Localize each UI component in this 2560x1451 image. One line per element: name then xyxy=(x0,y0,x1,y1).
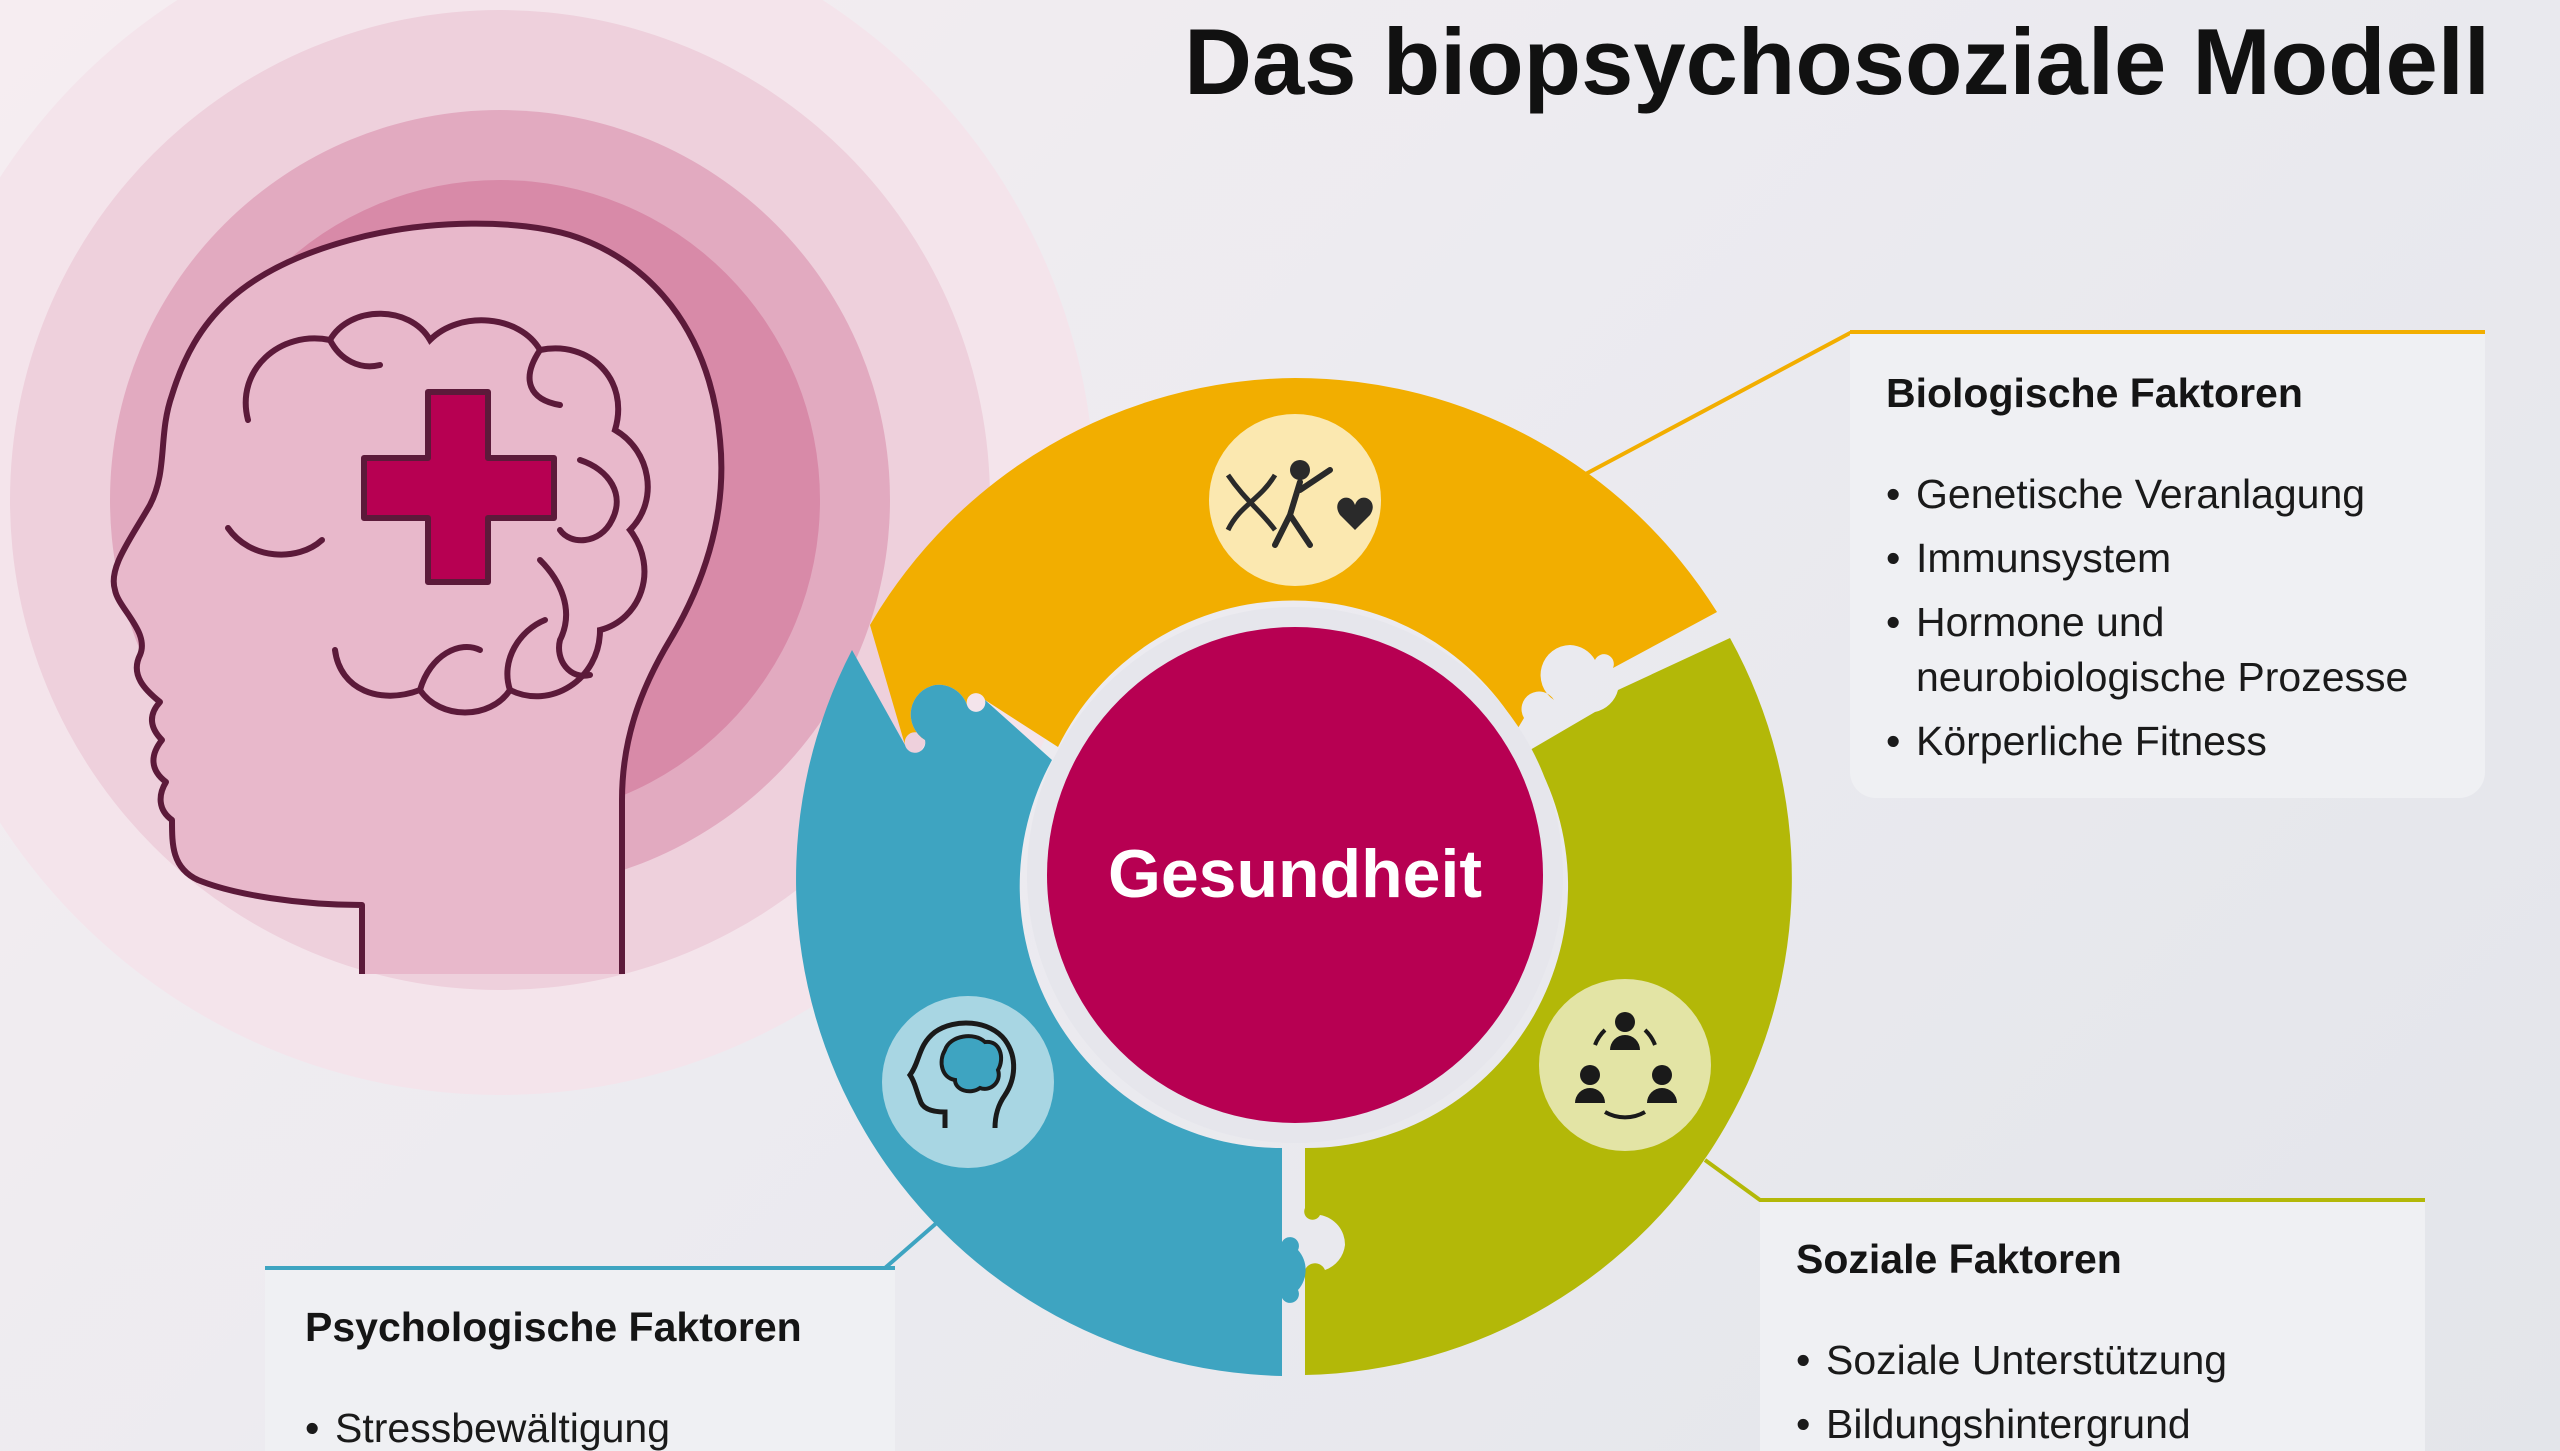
puzzle-segment-social xyxy=(1304,638,1792,1375)
psychological-factors-heading: Psychologische Faktoren xyxy=(305,1304,802,1350)
brain-fold-3 xyxy=(557,457,620,544)
biological-factors-heading: Biologische Faktoren xyxy=(1886,370,2303,416)
dna-fitness-heart-icon xyxy=(1209,414,1381,586)
list-item: Immunsystem xyxy=(1886,531,2449,586)
social-factors-heading: Soziale Faktoren xyxy=(1796,1236,2122,1282)
puzzle-segment-psychological xyxy=(796,650,1306,1376)
medical-cross xyxy=(361,389,557,585)
biological-factors-list: Genetische Veranlagung Immunsystem Hormo… xyxy=(1886,467,2449,769)
brain-fold-6 xyxy=(417,643,483,693)
figure-body xyxy=(1272,467,1333,548)
social-factors-box: Soziale Faktoren Soziale Unterstützung B… xyxy=(1760,1198,2425,1451)
soz-connector-line xyxy=(1703,1158,2425,1202)
heart-shape xyxy=(1337,497,1373,530)
biological-factors-box: Biologische Faktoren Genetische Veranlag… xyxy=(1850,330,2485,798)
soz-icon-background xyxy=(1539,979,1711,1151)
psychological-factors-box: Psychologische Faktoren Stressbewältigun… xyxy=(265,1266,895,1451)
center-label: Gesundheit xyxy=(1108,836,1482,912)
center-circle xyxy=(1047,627,1543,1123)
brain-fold-2 xyxy=(526,347,563,408)
psy-connector-line xyxy=(265,1218,942,1270)
brain-fold-4 xyxy=(537,557,593,679)
page-title: Das biopsychosoziale Modell xyxy=(1184,9,2490,114)
closed-eye xyxy=(225,525,325,558)
list-item: Hormone und neurobiologische Prozesse xyxy=(1886,595,2449,705)
person-left-body xyxy=(1575,1088,1605,1103)
social-factors-list: Soziale Unterstützung Bildungshintergrun… xyxy=(1796,1333,2389,1451)
person-top-body xyxy=(1610,1035,1640,1050)
person-top-head xyxy=(1615,1012,1635,1032)
head-brain-icon xyxy=(882,996,1054,1168)
person-left-head xyxy=(1580,1065,1600,1085)
dna-strand-2 xyxy=(1225,473,1277,532)
network-arcs xyxy=(1593,1028,1657,1120)
brain-outline xyxy=(242,310,651,716)
list-item: Genetische Veranlagung xyxy=(1886,467,2449,522)
head-with-medical-cross-icon xyxy=(110,220,725,974)
figure-head xyxy=(1290,460,1310,480)
brain-fold-5 xyxy=(504,617,548,693)
small-brain xyxy=(939,1034,1004,1094)
brain-fold-1 xyxy=(327,337,383,370)
head-outline xyxy=(110,220,725,974)
list-item: Körperliche Fitness xyxy=(1886,714,2449,769)
list-item: Stressbewältigung xyxy=(305,1401,855,1451)
people-network-icon xyxy=(1539,979,1711,1151)
psychological-factors-list: Stressbewältigung xyxy=(305,1401,855,1451)
list-item: Bildungshintergrund xyxy=(1796,1397,2389,1451)
small-head-outline xyxy=(906,1020,1017,1129)
person-right-head xyxy=(1652,1065,1672,1085)
list-item: Soziale Unterstützung xyxy=(1796,1333,2389,1388)
person-right-body xyxy=(1647,1088,1677,1103)
